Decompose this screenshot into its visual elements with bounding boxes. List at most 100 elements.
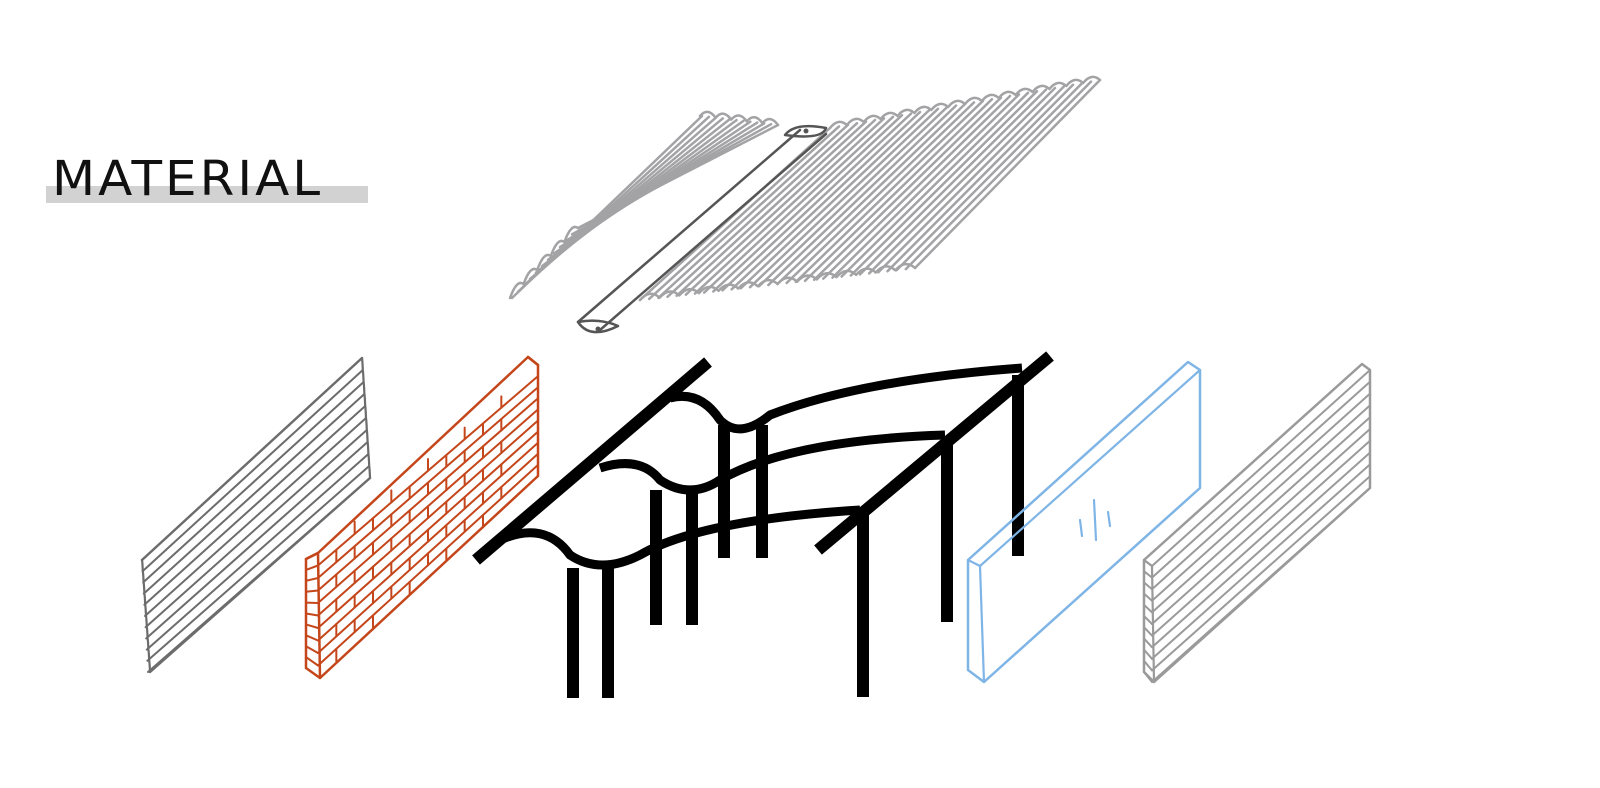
roof-sheet-left-bottom-edge — [508, 225, 580, 300]
roof-corrugation-line — [721, 112, 913, 292]
polycarbonate-flute-line — [1151, 380, 1371, 579]
polycarbonate-flute-line — [1151, 463, 1371, 660]
corrugated-wall-top-edge — [140, 356, 364, 562]
ridge-cap-edge — [598, 132, 828, 332]
ridge-cap-bolt — [595, 326, 601, 332]
corrugated-wall-groove — [146, 465, 371, 662]
roof-corrugation-line — [895, 81, 1084, 272]
frame-arch-beam — [668, 363, 1023, 434]
brick-side-course — [305, 645, 319, 654]
polycarbonate-flute-line — [1151, 392, 1371, 591]
page-title: MATERIAL — [52, 150, 324, 207]
polycarbonate-side-line — [1143, 626, 1153, 637]
brick-side-course — [305, 623, 319, 629]
polycarbonate-flute-line — [1151, 475, 1371, 672]
corrugated-wall-groove — [143, 405, 367, 606]
frame-arch-beam — [498, 505, 861, 570]
roof-corrugation-line — [730, 110, 922, 291]
roof-corrugation-line — [886, 83, 1075, 273]
roof-corrugation-line — [812, 96, 1003, 281]
corrugated-wall-bottom-edge — [148, 476, 372, 674]
roof-corrugation-line — [867, 86, 1057, 275]
corrugated-wall-groove — [144, 417, 367, 617]
roof-corrugation-line — [904, 80, 1093, 271]
brick-side-course — [305, 656, 319, 667]
roof-corrugation-line — [849, 89, 1039, 277]
polycarbonate-side-line — [1143, 648, 1153, 660]
roof-corrugation-line — [858, 88, 1048, 276]
ridge-cap-bolt — [803, 128, 809, 134]
polycarbonate-side-line — [1143, 637, 1153, 649]
brick-side-course — [305, 634, 319, 642]
roof-corrugation-line — [647, 125, 841, 301]
frame-arch-beam — [598, 430, 946, 495]
roof-corrugation-line — [913, 78, 1102, 270]
roof-corrugation-line — [675, 120, 868, 297]
brick-side-course — [305, 612, 319, 617]
roof-corrugation-line — [785, 101, 976, 285]
glass-edge — [978, 368, 1202, 568]
corrugated-wall-groove — [141, 369, 364, 573]
brick-wall-panel — [304, 355, 540, 680]
brick-wall-top-edge — [304, 551, 320, 561]
polycarbonate-flute-line — [1151, 487, 1371, 683]
polycarbonate-side-line — [1143, 671, 1153, 683]
roof-corrugation-line — [576, 123, 780, 230]
polycarbonate-flute-line — [1151, 416, 1371, 614]
corrugated-roof-sheets — [508, 75, 1102, 334]
roof-corrugation-line — [666, 121, 859, 299]
roof-corrugation-line — [877, 85, 1066, 274]
brick-side-course — [305, 589, 319, 593]
roof-sheet-left-top-edge — [698, 110, 780, 127]
roof-corrugation-line — [794, 99, 985, 284]
title-block: MATERIAL — [46, 150, 368, 210]
glass-reflection-mark — [1092, 498, 1098, 542]
frame-diagonal-beam-front — [472, 357, 712, 565]
corrugated-wall-groove — [145, 441, 369, 640]
polycarbonate-side-line — [1143, 592, 1153, 602]
corrugated-wall-groove — [144, 429, 368, 629]
glass-reflection-mark — [1106, 510, 1112, 528]
polycarbonate-side-line — [1143, 615, 1153, 625]
polycarbonate-flute-line — [1151, 369, 1371, 567]
corrugated-wall-groove — [145, 453, 370, 651]
ridge-cap-end-top — [783, 124, 828, 138]
roof-corrugation-line — [840, 91, 1030, 278]
polycarbonate-side-line — [1143, 659, 1153, 672]
polycarbonate-flute-line — [1151, 451, 1371, 649]
polycarbonate-side-line — [1143, 603, 1153, 614]
roof-corrugation-line — [757, 105, 949, 288]
polycarbonate-flute-line — [1151, 428, 1371, 625]
roof-corrugation-line — [776, 102, 967, 286]
corrugated-wall-groove — [142, 381, 365, 584]
brick-side-course — [305, 577, 319, 582]
polycarbonate-side-line — [1143, 570, 1153, 579]
ridge-cap-end-bottom — [576, 319, 620, 334]
roof-corrugation-line — [803, 97, 994, 283]
polycarbonate-side-line — [1143, 581, 1153, 591]
corrugated-wall-groove — [142, 393, 366, 595]
roof-corrugation-line — [739, 109, 931, 290]
roof-corrugation-line — [693, 117, 886, 295]
frame-diagonal-beam-back — [814, 351, 1054, 555]
title-highlight — [46, 186, 368, 203]
glass-reflection-mark — [1078, 518, 1084, 538]
polycarbonate-flute-line — [1151, 404, 1371, 602]
roof-corrugation-line — [702, 115, 895, 294]
polycarbonate-flute-line — [1151, 439, 1371, 637]
roof-corrugation-line — [767, 104, 958, 287]
glass-edge — [966, 558, 982, 568]
roof-corrugation-line — [831, 93, 1021, 279]
polycarbonate-side-line — [1143, 559, 1153, 567]
corrugated-metal-wall-panel — [140, 356, 372, 674]
structural-frame — [472, 351, 1054, 698]
roof-corrugation-line — [712, 113, 904, 293]
brick-side-course — [305, 564, 319, 571]
glass-outline — [966, 360, 1202, 684]
polycarbonate-panel — [1142, 362, 1372, 684]
roof-corrugation-line — [657, 123, 850, 300]
roof-corrugation-line — [748, 107, 940, 289]
glass-panel — [966, 360, 1202, 684]
brick-wall-top-edge — [526, 355, 540, 367]
